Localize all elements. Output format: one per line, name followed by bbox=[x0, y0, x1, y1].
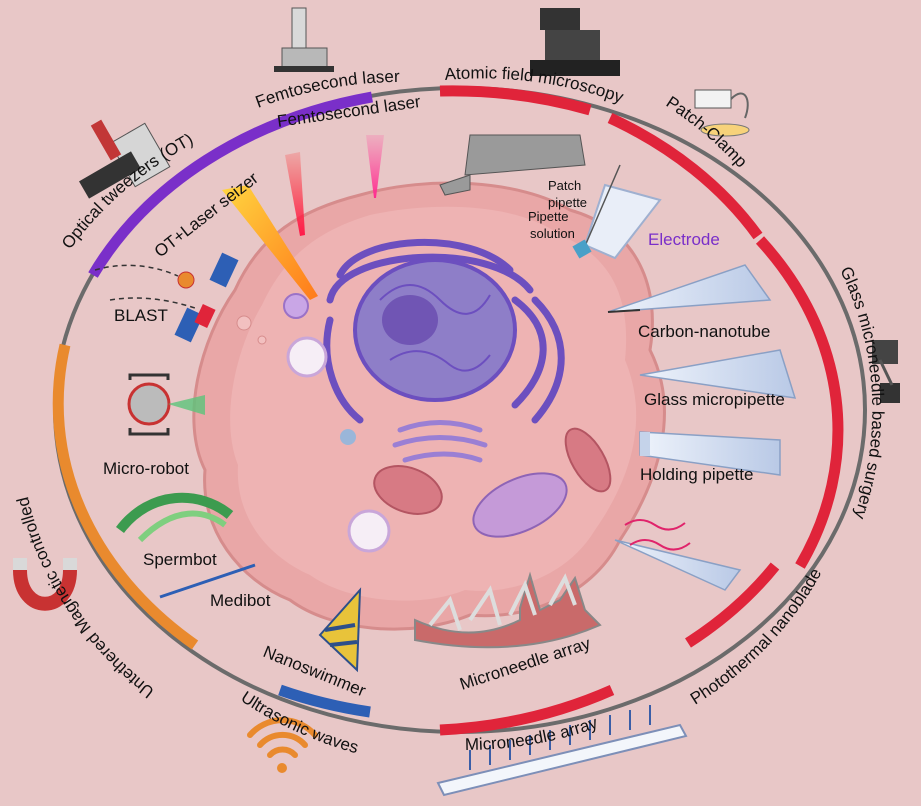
nanoblade bbox=[614, 519, 742, 591]
arc-atomic-field bbox=[439, 85, 592, 116]
label-blast: BLAST bbox=[114, 306, 168, 325]
patch-clamp-icon bbox=[694, 89, 750, 137]
optical-tweezers-icon bbox=[79, 119, 171, 199]
golgi-apparatus bbox=[392, 420, 488, 463]
medibot bbox=[159, 563, 256, 599]
holding-pipette bbox=[639, 431, 781, 476]
laser-beams bbox=[222, 135, 384, 300]
vesicles bbox=[236, 293, 391, 553]
micromanipulator-icon bbox=[872, 340, 900, 403]
arc-glass-surgery bbox=[755, 236, 844, 569]
micro-robot bbox=[127, 373, 205, 436]
afm-cantilever bbox=[439, 134, 586, 196]
arc-magnetic bbox=[52, 343, 199, 650]
label-glass-micropipette: Glass micropipette bbox=[644, 390, 785, 409]
patch-pipette bbox=[572, 164, 662, 260]
label-pipette-solution-1: Pipette bbox=[528, 209, 568, 224]
afm-instrument-icon bbox=[530, 8, 620, 76]
arc-optical-tweezers bbox=[88, 91, 373, 278]
mitochondria bbox=[373, 427, 612, 538]
label-electrode: Electrode bbox=[648, 230, 720, 249]
arc-patch-clamp bbox=[607, 113, 763, 240]
magnet-icon bbox=[13, 558, 77, 611]
label-pipette: pipette bbox=[548, 195, 587, 210]
label-carbon-nanotube: Carbon-nanotube bbox=[638, 322, 770, 341]
label-spermbot: Spermbot bbox=[143, 550, 217, 569]
label-pipette-solution-2: solution bbox=[530, 226, 575, 241]
blast-chips bbox=[94, 252, 239, 343]
nucleus bbox=[353, 258, 517, 402]
arc-photothermal bbox=[685, 562, 780, 648]
label-patch: Patch bbox=[548, 178, 581, 193]
label-holding-pipette: Holding pipette bbox=[640, 465, 753, 484]
arc-microneedle bbox=[439, 684, 615, 736]
carbon-nanotube bbox=[607, 264, 772, 313]
endoplasmic-reticulum bbox=[323, 238, 565, 424]
microneedle-array-outer bbox=[436, 705, 688, 797]
label-micro-robot: Micro-robot bbox=[103, 459, 189, 478]
spermbot bbox=[116, 492, 234, 543]
microscope-icon bbox=[274, 7, 334, 72]
arc-ultrasonic bbox=[278, 684, 371, 718]
nanoswimmer bbox=[318, 587, 362, 673]
glass-micropipette bbox=[639, 349, 797, 399]
label-medibot: Medibot bbox=[210, 591, 271, 610]
microneedle-array-inner bbox=[414, 571, 602, 649]
ultrasonic-waves-icon bbox=[247, 717, 318, 773]
